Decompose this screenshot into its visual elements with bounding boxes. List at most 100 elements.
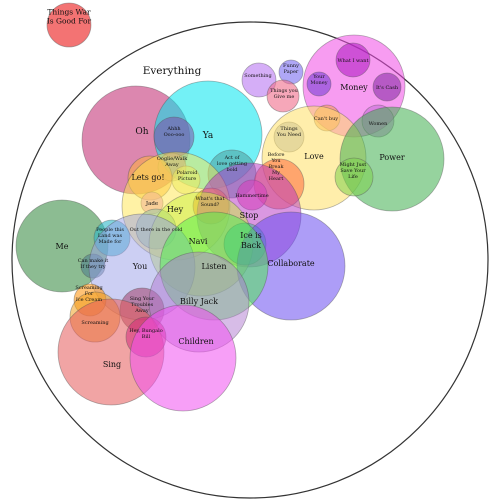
label-line: Jade — [145, 201, 158, 207]
label-line: Ice is — [240, 231, 262, 240]
label-women: Women — [369, 121, 389, 127]
label-screaming: Screaming — [81, 320, 109, 326]
label-line: Away — [164, 162, 179, 168]
label-line: Women — [369, 121, 389, 127]
label-what-i-want: What I want — [338, 58, 369, 64]
label-jade: Jade — [145, 201, 158, 207]
label-line: Ooo-ooo — [164, 132, 185, 138]
label-line: Hey — [167, 205, 184, 214]
label-line: My — [272, 170, 280, 176]
label-line: You — [132, 262, 148, 271]
circle-something — [241, 62, 277, 98]
label-line: Money — [340, 83, 368, 92]
label-line: Can make it — [78, 258, 109, 264]
label-listen: Listen — [201, 262, 226, 271]
label-line: Sing Your — [130, 296, 155, 302]
label-children: Children — [178, 337, 213, 346]
label-line: Save Your — [340, 168, 366, 174]
label-line: What's that — [195, 196, 224, 202]
label-line: Paper — [284, 69, 299, 75]
label-line: Ahhh — [166, 126, 181, 132]
label-line: Things — [280, 126, 298, 132]
label-line: Sound? — [201, 202, 220, 208]
circle-things-war-is-good-for — [46, 2, 92, 48]
label-line: Back — [241, 241, 261, 250]
label-line: Away — [134, 308, 149, 314]
label-line: love getting — [217, 161, 248, 167]
label-me: Me — [56, 242, 69, 251]
circle-children — [129, 304, 237, 412]
label-line: Troubles — [131, 302, 154, 308]
label-line: Things you — [270, 88, 299, 94]
label-hammertime: Hammertime — [235, 193, 269, 199]
label-line: Something — [244, 73, 272, 79]
label-something: Something — [244, 73, 272, 79]
label-line: For — [85, 291, 94, 297]
label-line: Children — [178, 337, 213, 346]
label-line: Is Good For — [47, 17, 92, 26]
label-line: Polaroid — [177, 170, 199, 176]
label-line: Life — [348, 174, 358, 180]
label-love: Love — [304, 152, 324, 161]
label-line: Navi — [189, 237, 208, 246]
label-line: Bill — [142, 334, 151, 340]
label-line: Land was — [98, 233, 123, 239]
circle-things-you-give-me — [266, 79, 300, 113]
label-line: Stop — [240, 211, 259, 220]
label-line: You Need — [276, 132, 302, 138]
label-line: Hey, Bungalo — [129, 328, 163, 334]
label-line: Things War — [47, 8, 91, 17]
label-sing: Sing — [103, 360, 121, 369]
label-line: Out there in the cold — [130, 227, 184, 233]
label-line: Picture — [178, 176, 196, 182]
label-line: People this — [96, 227, 124, 233]
label-line: Made for — [98, 239, 122, 245]
label-money: Money — [340, 83, 368, 92]
label-line: Ooglie/Walk — [157, 156, 188, 162]
label-line: Oh — [135, 127, 148, 137]
label-line: Give me — [274, 94, 295, 100]
label-line: Break — [268, 164, 284, 170]
label-line: Screaming — [75, 285, 103, 291]
label-out-there-in-the-cold: Out there in the cold — [130, 227, 184, 233]
label-line: Screaming — [81, 320, 109, 326]
label-line: Ice Cream — [76, 297, 102, 303]
label-line: Money — [310, 80, 327, 86]
label-line: Sing — [103, 360, 121, 369]
label-line: Heart — [269, 176, 284, 182]
label-hey: Hey — [167, 205, 184, 214]
circle-your-money — [306, 71, 332, 97]
label-line: Act of — [224, 155, 241, 161]
circle-its-cash — [372, 72, 402, 102]
label-line: If they try — [80, 264, 105, 270]
label-line: Collaborate — [267, 259, 315, 268]
label-ya: Ya — [202, 131, 214, 141]
label-line: It's Cash — [376, 85, 399, 91]
label-line: Me — [56, 242, 69, 251]
label-everything: Everything — [143, 65, 202, 77]
label-its-cash: It's Cash — [376, 85, 399, 91]
label-line: Everything — [143, 65, 202, 77]
label-lets-go: Lets go! — [131, 173, 164, 182]
label-line: Before — [268, 152, 285, 158]
label-line: Power — [379, 153, 404, 162]
label-line: Your — [312, 74, 325, 80]
label-line: What I want — [338, 58, 369, 64]
